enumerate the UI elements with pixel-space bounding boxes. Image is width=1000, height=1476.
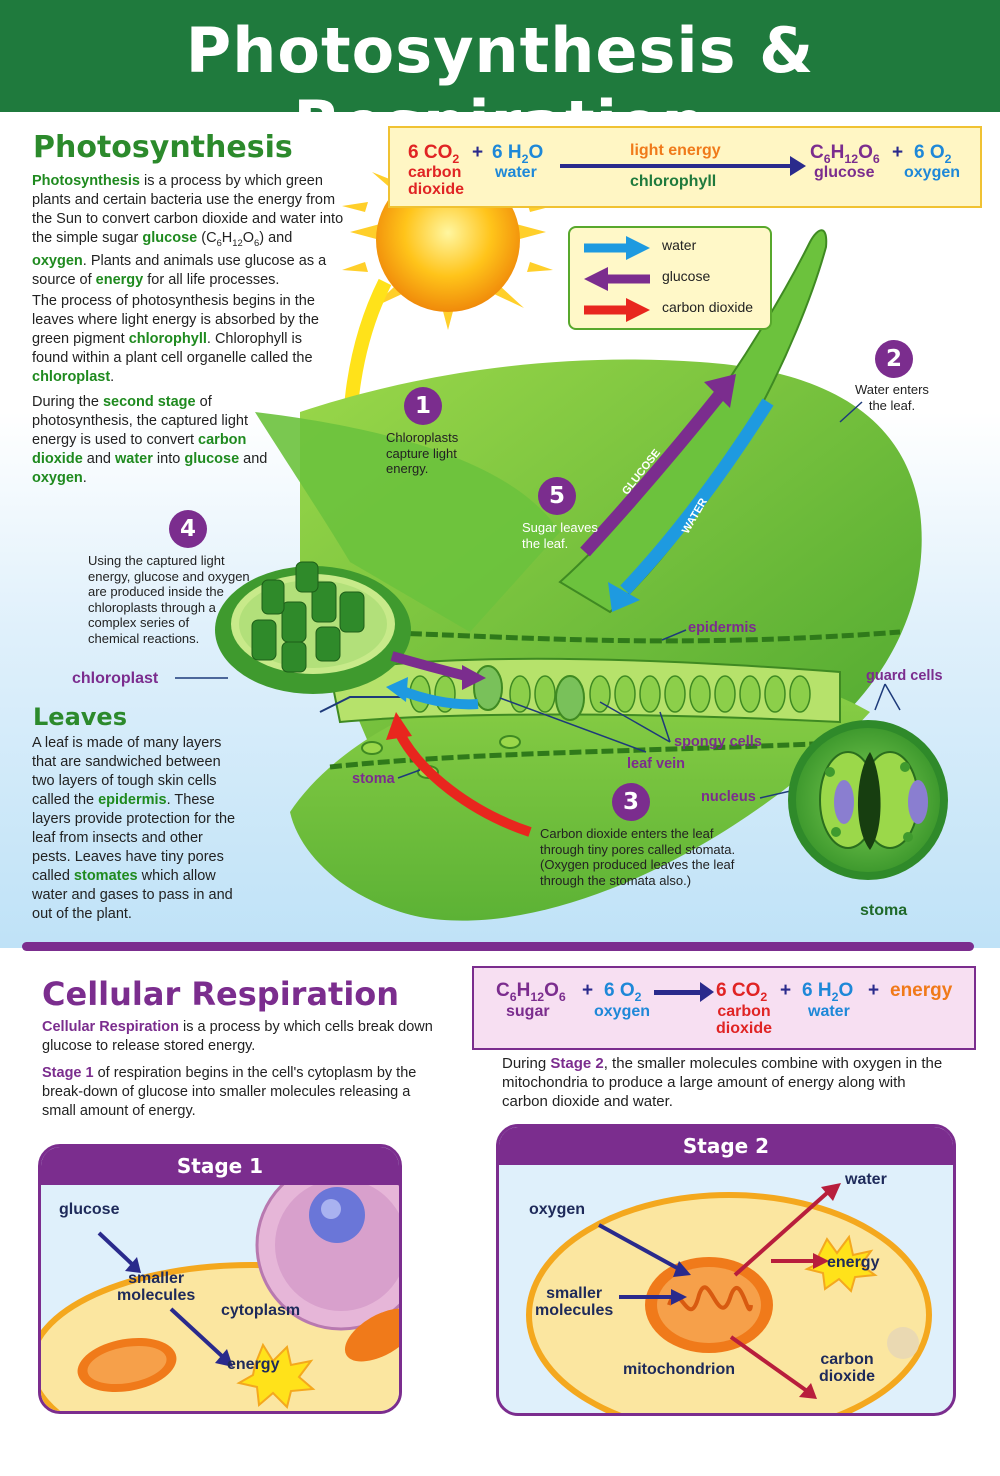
step-2-badge: 2 — [875, 340, 913, 378]
stage-2-mitochondrion-label: mitochondrion — [623, 1361, 735, 1378]
spongy-cells-label: spongy cells — [674, 734, 762, 750]
respiration-equation: C6H12O6 sugar + 6 O2 oxygen 6 CO2 carbon… — [472, 966, 976, 1050]
chloroplast-label: chloroplast — [72, 670, 159, 687]
stage-2-water-label: water — [845, 1171, 887, 1188]
stage-1-cell-illustration — [41, 1185, 399, 1411]
stage-2-oxygen-label: oxygen — [529, 1201, 586, 1218]
nucleus-label: nucleus — [701, 789, 756, 805]
equation-arrow-shaft — [560, 164, 790, 168]
legend-arrows-icon — [584, 236, 650, 322]
photosynthesis-heading: Photosynthesis — [33, 130, 293, 165]
step-3-badge: 3 — [612, 783, 650, 821]
step-5-badge: 5 — [538, 477, 576, 515]
stage-1-energy-label: energy — [227, 1356, 280, 1373]
stoma-closeup-label: stoma — [860, 902, 908, 919]
epidermis-label: epidermis — [688, 620, 757, 636]
stoma-label: stoma — [352, 771, 395, 787]
photosynthesis-para1: Photosynthesis is a process by which gre… — [32, 173, 344, 288]
stage-1-cytoplasm-label: cytoplasm — [221, 1302, 301, 1319]
respiration-arrow-head-icon — [700, 982, 714, 1002]
photosynthesis-diagram — [175, 152, 948, 921]
stage-2-title: Stage 2 — [499, 1127, 953, 1165]
legend-glucose: glucose — [662, 268, 711, 284]
respiration-para3: During Stage 2, the smaller molecules co… — [502, 1055, 943, 1110]
legend-box: water glucose carbon dioxide — [568, 226, 772, 330]
title-bar — [0, 0, 1000, 112]
stage-1-title: Stage 1 — [41, 1147, 399, 1185]
section-divider — [22, 942, 974, 951]
step-1-badge: 1 — [404, 387, 442, 425]
stage-2-cell-illustration — [526, 1183, 932, 1413]
legend-water: water — [662, 237, 697, 253]
respiration-para1: Cellular Respiration is a process by whi… — [42, 1019, 433, 1054]
stage-2-energy-label: energy — [827, 1254, 880, 1271]
stoma-closeup — [788, 720, 948, 880]
leaf-vein-label: leaf vein — [627, 756, 686, 772]
leaves-heading: Leaves — [33, 703, 127, 731]
respiration-arrow-shaft — [654, 990, 702, 995]
respiration-heading: Cellular Respiration — [42, 975, 400, 1013]
guard-cells-label: guard cells — [866, 668, 943, 684]
step-4-badge: 4 — [169, 510, 207, 548]
photosynthesis-para2: The process of photosynthesis begins in … — [32, 293, 319, 385]
photosynthesis-para3: During the second stage of photosynthesi… — [32, 394, 268, 486]
equation-arrow-head-icon — [790, 156, 806, 176]
respiration-para2: Stage 1 of respiration begins in the cel… — [42, 1065, 417, 1119]
legend-carbon-dioxide: carbon dioxide — [662, 299, 754, 315]
stage-1-glucose-label: glucose — [59, 1201, 120, 1218]
leaves-para: A leaf is made of many layers that are s… — [32, 735, 236, 922]
